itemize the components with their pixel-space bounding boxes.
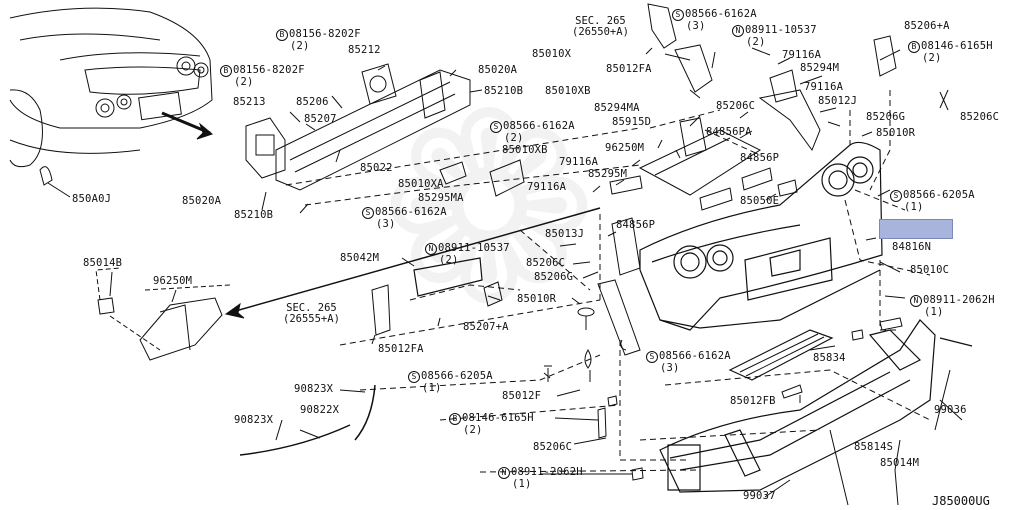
part-85013J[interactable]: 85013J (545, 228, 585, 240)
part-85050E[interactable]: 85050E (740, 195, 780, 207)
part-85020A[interactable]: 85020A (182, 195, 222, 207)
part-96250M[interactable]: 96250M (605, 142, 645, 154)
part-79116A[interactable]: 79116A (804, 81, 844, 93)
car-rear-sketch (9, 7, 213, 186)
part-85010X[interactable]: 85010X (532, 48, 572, 60)
part-85207[interactable]: 85207 (304, 113, 337, 125)
crossmember-drawing (245, 63, 471, 191)
part-85206C[interactable]: 85206C (960, 111, 1000, 123)
part-84856PA[interactable]: 84856PA (706, 126, 752, 138)
section-reference[interactable]: SEC. 265 (26550+A) (572, 15, 629, 38)
part-79116A[interactable]: 79116A (559, 156, 599, 168)
part-99037[interactable]: 99037 (743, 490, 776, 502)
part-85010XB[interactable]: 85010XB (545, 85, 591, 97)
upper-absorber-drawing (439, 3, 897, 211)
part-84856P[interactable]: 84856P (740, 152, 780, 164)
part-85010XA[interactable]: 85010XA (398, 178, 444, 190)
part-84856P[interactable]: 84856P (616, 219, 656, 231)
bolt-prefix-icon: B (276, 29, 288, 41)
part-85020A[interactable]: 85020A (478, 64, 518, 76)
nut-prefix-icon: N (425, 243, 437, 255)
part-85294MA[interactable]: 85294MA (594, 102, 640, 114)
bolt-prefix-icon: B (449, 413, 461, 425)
screw-prefix-icon: S (362, 207, 374, 219)
lower-parts-drawing (544, 317, 903, 481)
part-85210B[interactable]: 85210B (234, 209, 274, 221)
part-85206C[interactable]: 85206C (526, 257, 566, 269)
part-85206C[interactable]: 85206C (533, 441, 573, 453)
screw-prefix-icon: S (890, 190, 902, 202)
part-85294M[interactable]: 85294M (800, 62, 840, 74)
highlight-box (879, 219, 953, 239)
part-99036[interactable]: 99036 (934, 404, 967, 416)
part-85834[interactable]: 85834 (813, 352, 846, 364)
part-85295M[interactable]: 85295M (588, 168, 628, 180)
part-85206[interactable]: 85206 (296, 96, 329, 108)
part-85295MA[interactable]: 85295MA (418, 192, 464, 204)
part-85010R[interactable]: 85010R (517, 293, 557, 305)
part-90822X[interactable]: 90822X (300, 404, 340, 416)
part-85012FB[interactable]: 85012FB (730, 395, 776, 407)
part-85042M[interactable]: 85042M (340, 252, 380, 264)
part-85206G[interactable]: 85206G (534, 271, 574, 283)
part-85814S[interactable]: 85814S (854, 441, 894, 453)
part-85213[interactable]: 85213 (233, 96, 266, 108)
part-90823X[interactable]: 90823X (294, 383, 334, 395)
part-85012FA[interactable]: 85012FA (606, 63, 652, 75)
section-reference[interactable]: SEC. 265 (26555+A) (283, 302, 340, 325)
part-90823X[interactable]: 90823X (234, 414, 274, 426)
diffuser-drawing (659, 319, 973, 493)
part-85915D[interactable]: 85915D (612, 116, 652, 128)
screw-prefix-icon: S (672, 9, 684, 21)
part-96250M[interactable]: 96250M (153, 275, 193, 287)
part-85012J[interactable]: 85012J (818, 95, 858, 107)
part-85014M[interactable]: 85014M (880, 457, 920, 469)
nut-prefix-icon: N (732, 25, 744, 37)
nut-prefix-icon: N (498, 467, 510, 479)
part-79116A[interactable]: 79116A (527, 181, 567, 193)
screw-prefix-icon: S (408, 371, 420, 383)
part-85212[interactable]: 85212 (348, 44, 381, 56)
part-85012F[interactable]: 85012F (502, 390, 542, 402)
part-85206+A[interactable]: 85206+A (904, 20, 950, 32)
part-85206G[interactable]: 85206G (866, 111, 906, 123)
bolt-prefix-icon: B (908, 41, 920, 53)
part-85010XB[interactable]: 85010XB (502, 144, 548, 156)
part-85010R[interactable]: 85010R (876, 127, 916, 139)
left-detail-drawing (95, 267, 231, 361)
part-85010C[interactable]: 85010C (910, 264, 950, 276)
part-85206C[interactable]: 85206C (716, 100, 756, 112)
diagram-code: J85000UG (932, 494, 990, 508)
part-85210B[interactable]: 85210B (484, 85, 524, 97)
bolt-prefix-icon: B (220, 65, 232, 77)
screw-prefix-icon: S (490, 121, 502, 133)
part-84816N[interactable]: 84816N (892, 241, 932, 253)
part-85207+A[interactable]: 85207+A (463, 321, 509, 333)
screw-prefix-icon: S (646, 351, 658, 363)
nut-prefix-icon: N (910, 295, 922, 307)
part-85014B[interactable]: 85014B (83, 257, 123, 269)
part-85022[interactable]: 85022 (360, 162, 393, 174)
watermark-seal: ❁ (380, 60, 598, 362)
part-79116A[interactable]: 79116A (782, 49, 822, 61)
bumper-fascia-drawing (639, 141, 883, 331)
part-850A0J[interactable]: 850A0J (72, 193, 112, 205)
part-85012FA[interactable]: 85012FA (378, 343, 424, 355)
